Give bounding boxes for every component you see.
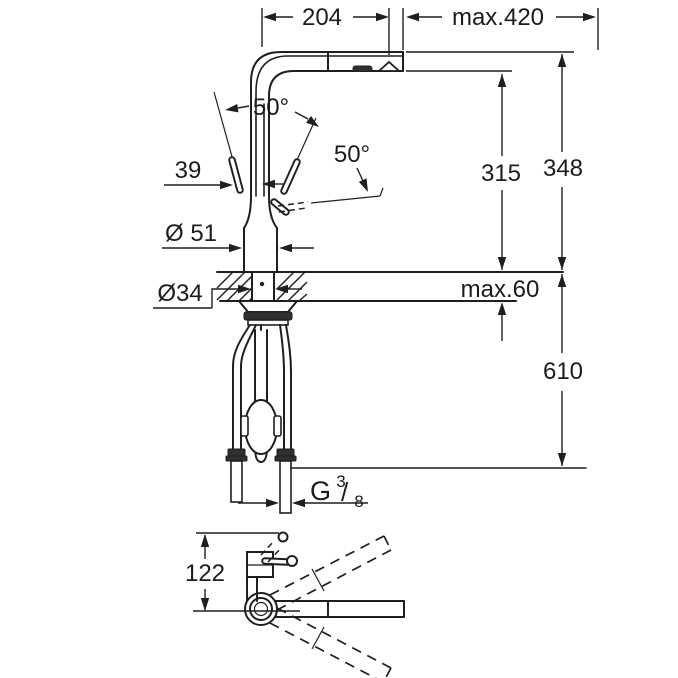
handle-levers	[213, 91, 317, 195]
dim-body-diameter: Ø 51	[162, 220, 314, 253]
top-view: 122	[185, 531, 405, 678]
label-hose-length: 610	[543, 358, 583, 385]
label-hole-diameter: Ø34	[157, 280, 202, 307]
label-lever-offset: 39	[175, 157, 202, 184]
label-outlet-height: 315	[481, 160, 521, 187]
dim-thread: G 3 / 8	[238, 472, 368, 511]
label-max-extension: max.420	[452, 4, 544, 31]
hose-weight	[244, 399, 278, 455]
label-lever-angle-right: 50°	[334, 141, 370, 168]
swivel-body-circles	[244, 592, 278, 626]
lever-knob	[286, 555, 298, 567]
label-thread-numerator: 3	[336, 472, 345, 491]
hose-weight-tab-right	[273, 415, 282, 437]
dim-overall-height: 348	[543, 54, 583, 270]
main-view: 204 max.420 50° 50°	[153, 4, 599, 514]
spray-grip-detail	[352, 65, 373, 72]
label-thread-slash: /	[341, 477, 349, 507]
label-body-diameter: Ø 51	[165, 220, 217, 247]
spray-toggle-detail	[376, 60, 402, 72]
spout-top-view	[274, 600, 405, 618]
dim-deck-thickness: max.60	[461, 276, 540, 341]
label-spout-reach: 204	[302, 4, 342, 31]
dim-handle-projection: 122	[185, 532, 300, 612]
shank-center-dot	[259, 281, 265, 287]
label-handle-projection: 122	[185, 560, 225, 587]
mounting-cone	[236, 300, 300, 313]
pullout-spray-dashed	[270, 187, 384, 216]
dim-lever-offset: 39	[164, 157, 284, 190]
dim-spout-reach: 204	[261, 4, 404, 55]
mounting-shank	[251, 271, 275, 305]
mounting-locknut	[243, 311, 293, 321]
swivel-range-dashed-lower	[269, 607, 392, 678]
dim-lever-angle-right: 50°	[334, 141, 372, 194]
label-overall-height: 348	[543, 155, 583, 182]
hose-nipple-left	[230, 460, 243, 503]
label-thread-prefix: G	[310, 476, 331, 506]
dim-hose-length: 610	[543, 274, 583, 466]
hose-nipple-right	[279, 460, 292, 514]
dim-max-extension: max.420	[406, 4, 599, 50]
label-thread-denominator: 8	[354, 492, 363, 511]
lever-knob-alt	[277, 531, 289, 543]
dim-hole-diameter: Ø34	[153, 280, 302, 309]
hose-weight-tab-left	[240, 415, 249, 437]
dim-lever-angle-left: 50°	[224, 94, 322, 131]
dim-outlet-height: 315	[481, 74, 521, 270]
faucet-spout-outline	[243, 51, 404, 273]
label-deck-thickness: max.60	[461, 276, 540, 303]
mounting-washer	[247, 319, 289, 326]
hose-fitting-left	[227, 448, 246, 457]
undercounter-mounting	[236, 300, 300, 326]
swivel-range-dashed-upper	[269, 535, 392, 611]
supply-hoses	[225, 324, 297, 514]
handle-top-view	[246, 531, 298, 602]
label-lever-angle-left: 50°	[253, 94, 289, 121]
hose-fitting-right	[276, 448, 295, 457]
